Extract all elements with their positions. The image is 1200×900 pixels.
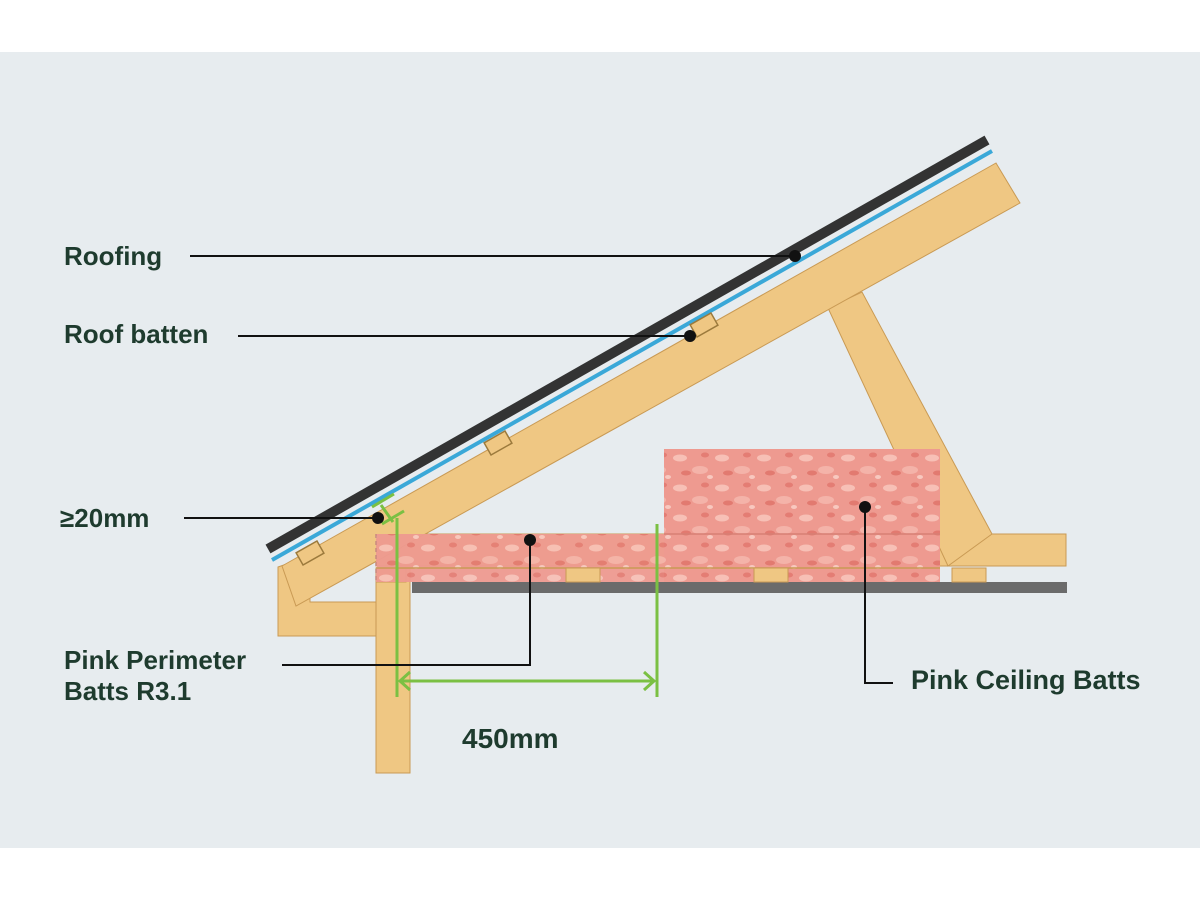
rafter: [281, 162, 1021, 607]
roofing-sheet: [265, 135, 990, 554]
label-roofing: Roofing: [64, 241, 163, 271]
perimeter-batts: [376, 534, 666, 582]
dimension-lines: [371, 492, 659, 697]
label-perimeter-line1: Pink Perimeter: [64, 645, 247, 675]
leader-lines: [184, 255, 893, 684]
leader-dots: [372, 250, 871, 546]
label-roof-batten: Roof batten: [64, 319, 209, 349]
label-pink-ceiling-batts: Pink Ceiling Batts: [911, 665, 1141, 695]
joist-blocks: [565, 567, 987, 583]
label-perimeter-line2: Batts R3.1: [64, 676, 192, 706]
label-gap-20mm: ≥20mm: [60, 503, 150, 533]
wall-stud: [375, 567, 411, 774]
sarking-membrane: [271, 149, 993, 562]
ceiling-board: [412, 582, 1067, 593]
label-pink-perimeter-batts: Pink Perimeter Batts R3.1: [64, 645, 246, 707]
label-450mm: 450mm: [462, 723, 559, 754]
roof-battens: [295, 311, 719, 567]
ceiling-batts: [664, 449, 940, 582]
